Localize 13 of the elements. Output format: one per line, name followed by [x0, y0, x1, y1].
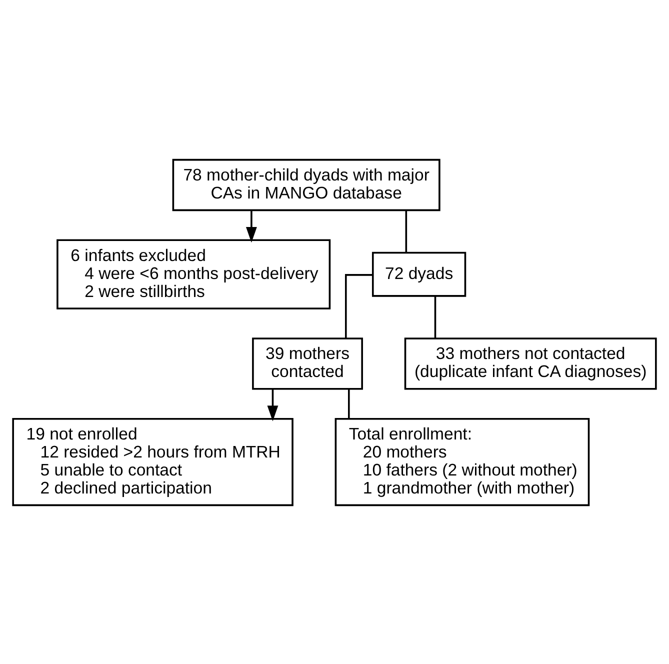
arrow: [267, 388, 278, 421]
node-box: 33 mothers not contacted (duplicate infant CA diagnoses): [404, 337, 657, 390]
node-box: 6 infants excluded 4 were <6 months post-delivery 2 were stillbirths: [56, 238, 331, 309]
node-box: 19 not enrolled 12 resided >2 hours from MTRH 5 unable to contact 2 declined participation: [12, 417, 294, 506]
node-box: Total enrollment: 20 mothers 10 fathers (2 without mother) 1 grandmother (with mother): [334, 417, 590, 506]
connector: [405, 210, 408, 252]
connector: [348, 388, 350, 418]
arrow: [246, 210, 257, 242]
node-box: 72 dyads: [372, 251, 466, 296]
node-box: 78 mother-child dyads with major CAs in MANGO database: [172, 158, 440, 211]
connector: [434, 295, 436, 338]
node-box: 39 mothers contacted: [252, 337, 363, 390]
connector: [345, 274, 373, 338]
